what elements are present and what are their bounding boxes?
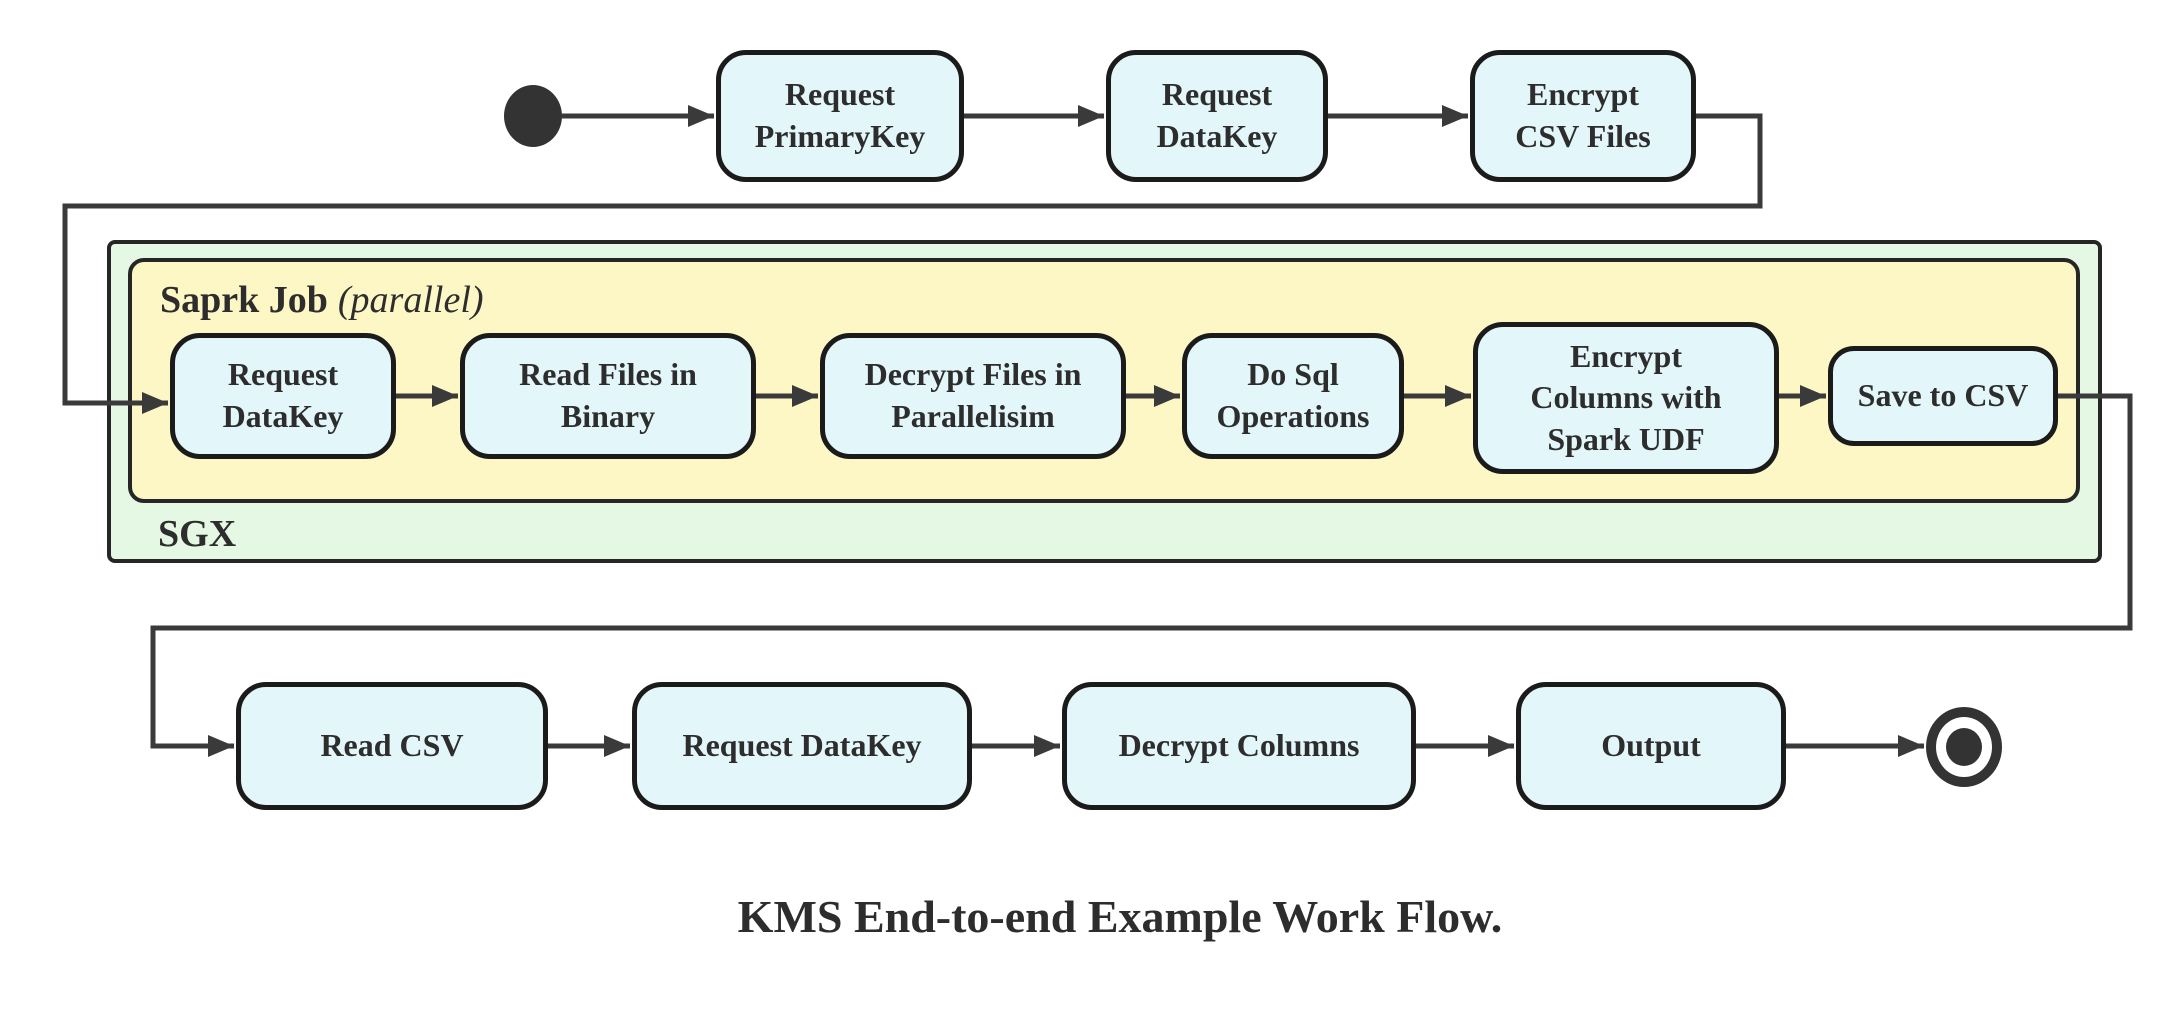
sgx-label: SGX: [158, 513, 237, 555]
spark-job-label-text: Saprk Job: [160, 279, 328, 321]
node-read-csv: Read CSV: [236, 682, 548, 810]
diagram-title: KMS End-to-end Example Work Flow.: [737, 891, 1503, 942]
node-request-primarykey: Request PrimaryKey: [716, 50, 964, 182]
node-encrypt-columns-with-spark-udf: Encrypt Columns with Spark UDF: [1473, 322, 1779, 474]
node-encrypt-csv-files: Encrypt CSV Files: [1470, 50, 1696, 182]
node-save-to-csv: Save to CSV: [1828, 346, 2058, 446]
node-output: Output: [1516, 682, 1786, 810]
spark-job-label: Saprk Job(parallel): [160, 278, 484, 322]
start-node: [504, 85, 562, 147]
node-request-datakey-top: Request DataKey: [1106, 50, 1328, 182]
node-request-datakey-sgx: Request DataKey: [170, 333, 396, 459]
end-node: [1926, 707, 2002, 787]
node-read-files-in-binary: Read Files in Binary: [460, 333, 756, 459]
node-decrypt-files-in-parallelisim: Decrypt Files in Parallelisim: [820, 333, 1126, 459]
spark-job-parallel-label: (parallel): [337, 279, 484, 321]
node-decrypt-columns: Decrypt Columns: [1062, 682, 1416, 810]
node-request-datakey-bottom: Request DataKey: [632, 682, 972, 810]
end-node-inner-dot: [1946, 728, 1982, 766]
edge-encrypt-csv-files-to-sgx-request-datakey: [62, 113, 1763, 414]
node-do-sql-operations: Do Sql Operations: [1182, 333, 1404, 459]
edge-save-to-csv-to-read-csv: [150, 393, 2133, 757]
